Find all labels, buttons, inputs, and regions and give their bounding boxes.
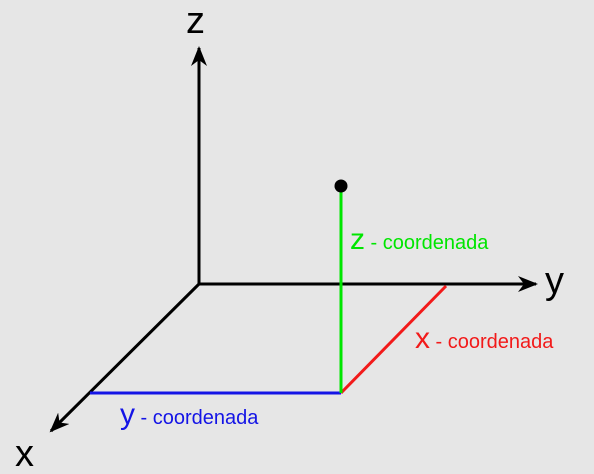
point: [334, 179, 348, 193]
y-axis-label: y: [545, 260, 564, 302]
y-coordinate-letter: y: [120, 398, 135, 431]
z-coordinate-letter: z: [350, 223, 365, 256]
y-coordinate-text: - coordenada: [135, 407, 259, 429]
x-coordinate-letter: x: [415, 322, 430, 355]
z-coordinate-label: z - coordenada: [350, 223, 489, 256]
x-coordinate-label: x - coordenada: [415, 322, 554, 355]
z-axis-label: z: [186, 0, 205, 42]
z-coordinate-text: - coordenada: [365, 232, 489, 254]
y-coordinate-label: y - coordenada: [120, 398, 259, 431]
x-axis: [49, 282, 201, 433]
x-coordinate-line: [339, 284, 448, 395]
x-axis-label: x: [15, 433, 34, 474]
x-coordinate-text: - coordenada: [430, 331, 554, 353]
